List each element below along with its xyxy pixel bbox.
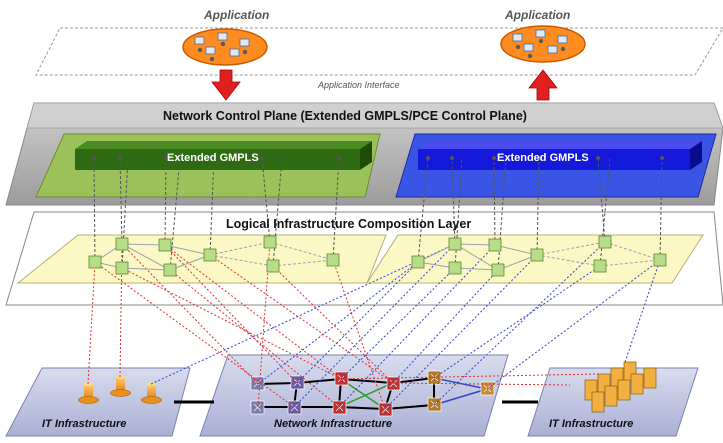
arrow-down-icon	[211, 69, 241, 101]
application-users-right	[500, 25, 586, 63]
left-gmpls-block	[75, 141, 372, 170]
application-label-right: Application	[505, 8, 571, 22]
virtual-network-right	[411, 235, 667, 277]
application-interface-label: Application Interface	[318, 80, 400, 90]
control-nodes	[92, 156, 664, 160]
inter-layer-links	[87, 157, 663, 410]
network-infrastructure-label: Network Infrastructure	[274, 418, 392, 430]
right-gmpls-block	[418, 141, 702, 170]
it-infrastructure-right-label: IT Infrastructure	[549, 418, 634, 430]
left-gmpls-label: Extended GMPLS	[167, 152, 259, 164]
control-plane	[5, 102, 723, 206]
virtual-network-left	[88, 235, 340, 277]
it-infrastructure-left-label: IT Infrastructure	[42, 418, 127, 430]
application-users-left	[182, 28, 268, 66]
right-gmpls-label: Extended GMPLS	[497, 152, 589, 164]
composition-layer-title: Logical Infrastructure Composition Layer	[226, 217, 472, 231]
application-plane	[35, 27, 723, 76]
server-racks	[584, 361, 657, 413]
left-it-floor	[5, 367, 191, 437]
arrow-up-icon	[528, 69, 558, 101]
control-plane-title: Network Control Plane (Extended GMPLS/PC…	[163, 109, 527, 123]
application-label-left: Application	[204, 8, 270, 22]
